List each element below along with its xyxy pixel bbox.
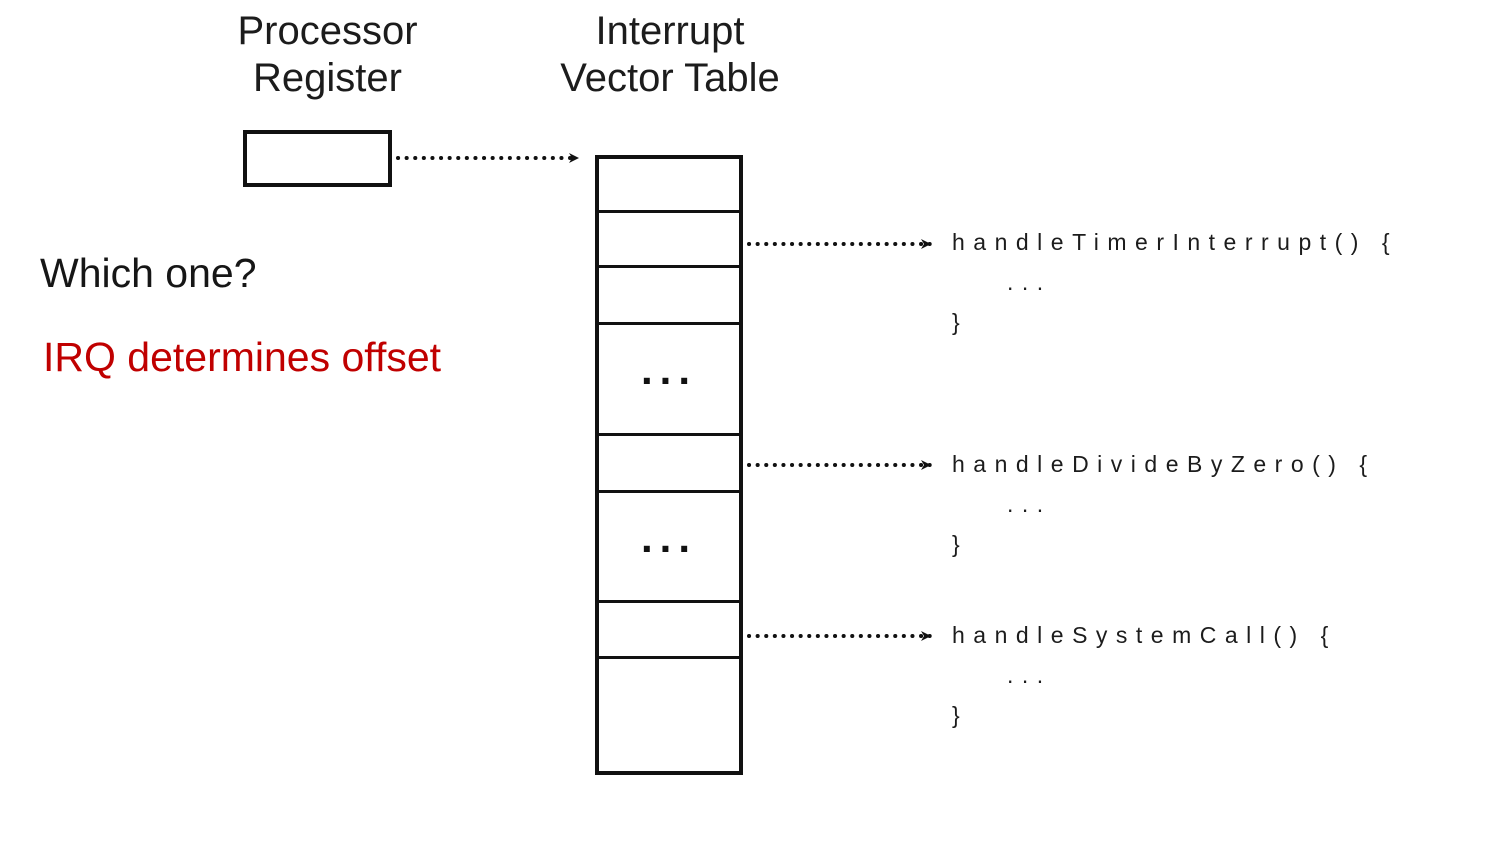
handler-timer-interrupt: handleTimerInterrupt() { ... }: [952, 222, 1472, 342]
handler-timer-signature: handleTimerInterrupt() {: [952, 229, 1399, 255]
answer-text: IRQ determines offset: [43, 334, 442, 380]
question-text: Which one?: [40, 250, 257, 296]
ivt-row-1: [599, 213, 739, 268]
handler-divide-close: }: [952, 531, 969, 557]
processor-register-label: Processor Register: [237, 9, 418, 100]
ivt-row-7: [599, 659, 739, 771]
handler-divide-by-zero: handleDivideByZero() { ... }: [952, 444, 1472, 564]
handler-syscall-body: ...: [1007, 662, 1052, 688]
handler-system-call: handleSystemCall() { ... }: [952, 615, 1472, 735]
ivt-row-0: [599, 159, 739, 213]
ivt-row-3: ...: [599, 325, 739, 436]
ivt-row-6: [599, 603, 739, 659]
handler-timer-close: }: [952, 309, 969, 335]
ivt-row-4: [599, 436, 739, 493]
handler-timer-body: ...: [1007, 269, 1052, 295]
interrupt-vector-table-label: Interrupt Vector Table: [560, 9, 780, 100]
ivt-row-2: [599, 268, 739, 325]
ivt-row-5: ...: [599, 493, 739, 603]
handler-divide-body: ...: [1007, 491, 1052, 517]
processor-register-box: [243, 130, 392, 187]
handler-syscall-signature: handleSystemCall() {: [952, 622, 1337, 648]
handler-divide-signature: handleDivideByZero() {: [952, 451, 1376, 477]
handler-syscall-close: }: [952, 702, 969, 728]
interrupt-vector-table: ... ...: [595, 155, 743, 775]
